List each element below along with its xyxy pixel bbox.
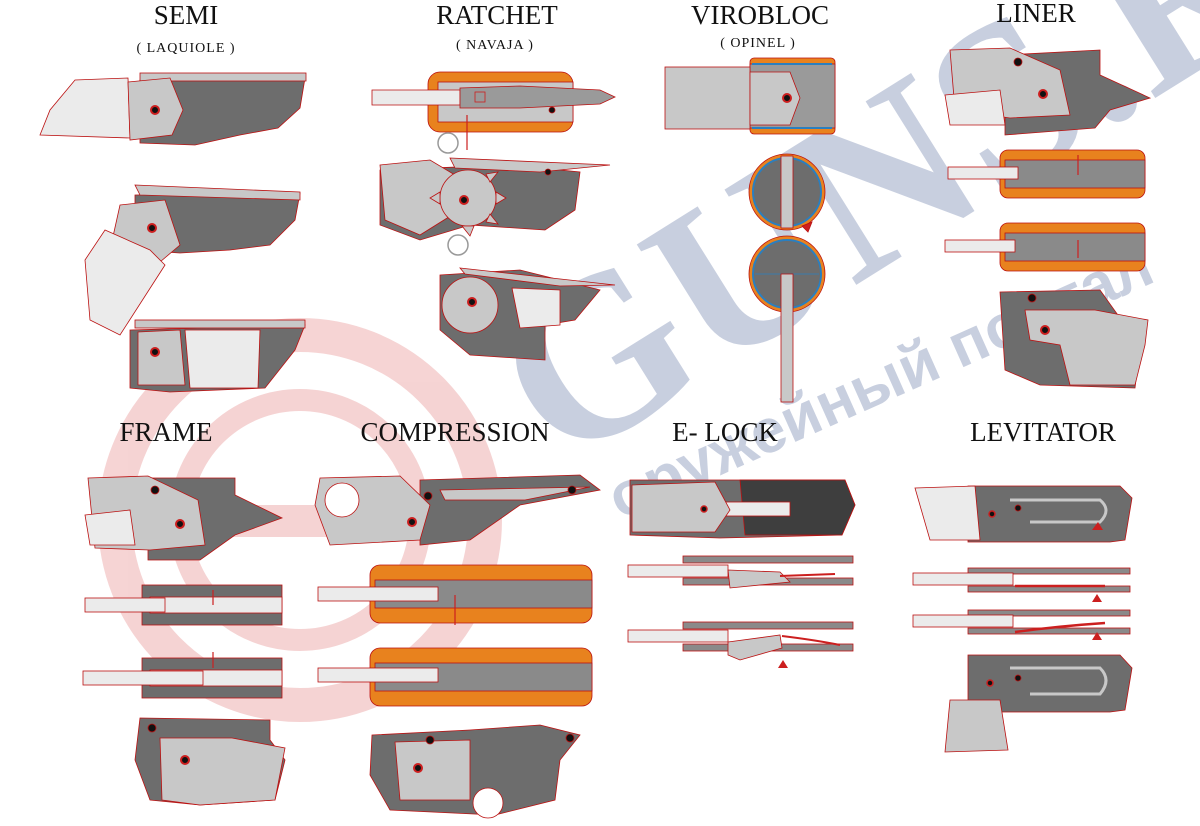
title-e-lock: E- LOCK (672, 417, 778, 447)
subtitle-semi: ( LAQUIOLE ) (136, 41, 235, 56)
liner-diagrams (944, 47, 1152, 389)
title-compression: COMPRESSION (360, 417, 549, 447)
e-lock-diagrams (627, 479, 856, 668)
subtitle-virobloc: ( OPINEL ) (720, 36, 796, 51)
subtitle-ratchet: ( NAVAJA ) (456, 38, 534, 53)
title-virobloc: VIROBLOC (691, 0, 829, 30)
title-liner: LINER (996, 0, 1075, 28)
title-levitator: LEVITATOR (970, 417, 1116, 447)
levitator-diagrams (912, 485, 1133, 753)
semi-diagrams (39, 72, 307, 393)
title-frame: FRAME (119, 417, 212, 447)
title-semi: SEMI (154, 0, 219, 30)
frame-diagrams (82, 475, 286, 806)
ratchet-diagrams (371, 71, 616, 361)
virobloc-diagrams (664, 57, 836, 403)
title-ratchet: RATCHET (436, 0, 558, 30)
compression-diagrams (314, 474, 601, 819)
